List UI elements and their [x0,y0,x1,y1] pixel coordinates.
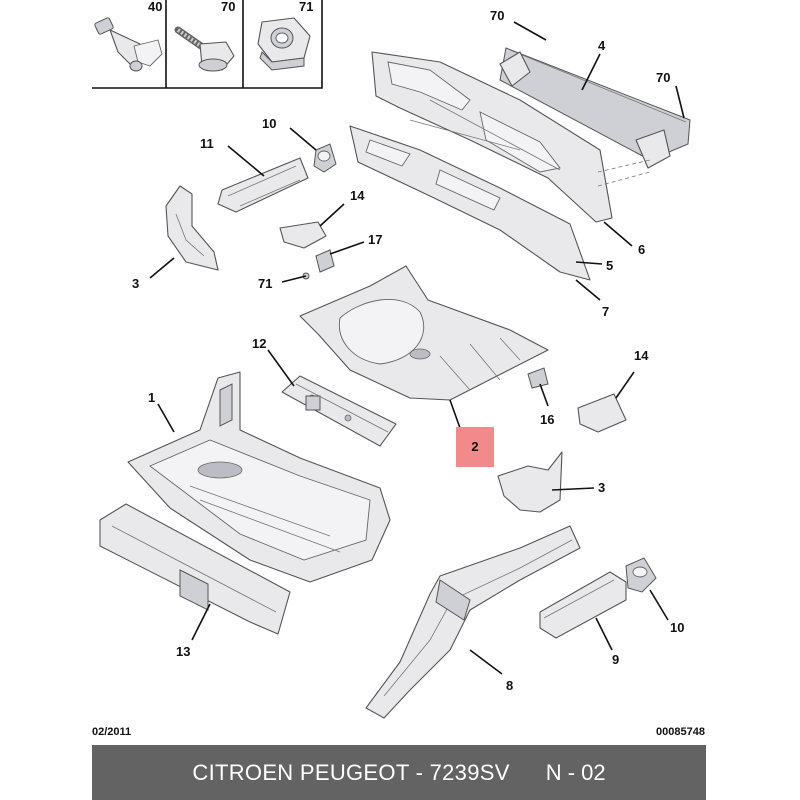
callout-labels: 70 4 70 10 11 14 17 71 3 5 6 7 12 1 14 1… [132,8,684,693]
callout-71: 71 [258,276,272,291]
callout-10-bottom: 10 [670,620,684,635]
rear-panel-assembly [349,47,691,281]
callout-6: 6 [638,242,645,257]
part-8-side-rail [365,525,581,719]
part-9-channel [539,571,627,639]
callout-11: 11 [200,136,214,151]
part-17-clip [302,249,335,280]
part-14-support-right [577,393,627,433]
callout-4: 4 [598,38,606,53]
fastener-number-70: 70 [221,0,235,14]
callout-3-left: 3 [132,276,139,291]
leader-lines [149,21,685,675]
part-3-bracket-left [165,185,219,271]
callout-3-right: 3 [598,480,605,495]
push-clip-icon [94,17,163,72]
part-14-support-top [279,221,327,249]
nut-icon [257,17,311,71]
part-13-cross-rail [99,503,291,635]
part-10-mount-bottom [625,557,657,593]
highlighted-part-label: 2 [471,439,479,454]
part-16-clip [527,367,549,389]
fastener-number-40: 40 [148,0,162,14]
caption-text: CITROEN PEUGEOT - 7239SV [192,759,510,785]
callout-12: 12 [252,336,266,351]
callout-1: 1 [148,390,155,405]
callout-13: 13 [176,644,190,659]
callout-8: 8 [506,678,513,693]
fastener-number-71: 71 [299,0,313,14]
callout-16: 16 [540,412,554,427]
callout-14-right: 14 [634,348,649,363]
callout-9: 9 [612,652,619,667]
callout-70-right: 70 [656,70,670,85]
highlighted-part-marker [456,427,494,467]
part-11-bracket [217,157,309,213]
caption-page: N - 02 [545,759,606,785]
callout-14-top: 14 [350,188,365,203]
part-2-rear-floor [299,265,549,401]
callout-7: 7 [602,304,609,319]
part-10-mount-top [313,143,337,173]
part-1-floor-panel [127,371,391,583]
callout-17: 17 [368,232,382,247]
callout-10-top: 10 [262,116,276,131]
callout-70-top: 70 [490,8,504,23]
diagram-date: 02/2011 [92,726,132,738]
callout-5: 5 [606,258,613,273]
part-12-reinforcement [281,375,397,447]
part-3-bracket-right [497,451,563,513]
fastener-panel: 40 70 71 [92,0,323,89]
screw-icon [174,26,235,72]
diagram-reference: 00085748 [656,726,705,738]
caption-bar: CITROEN PEUGEOT - 7239SV N - 02 [92,745,706,800]
